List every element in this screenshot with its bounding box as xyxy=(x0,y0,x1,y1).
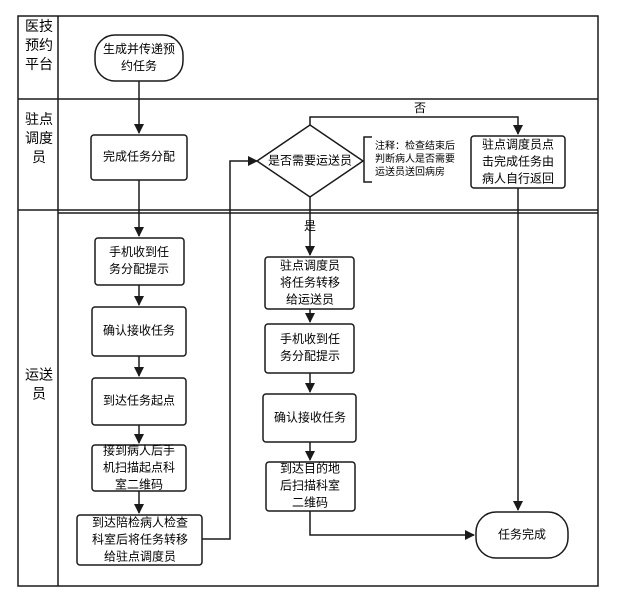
text-line: 驻点 xyxy=(25,112,53,128)
p1-receive-label: 手机收到任务分配提示 xyxy=(109,245,169,276)
assign-label: 完成任务分配 xyxy=(103,149,175,164)
text-line: 调度 xyxy=(25,131,53,147)
text-line: 到达陪检病人检查 xyxy=(92,515,188,530)
text-line: 机扫描起点科 xyxy=(103,461,175,475)
text-line: 医技 xyxy=(25,19,53,35)
p1-confirm-node xyxy=(91,306,187,357)
p2-receive-node xyxy=(264,323,355,374)
text-line: 将任务转移 xyxy=(280,275,340,290)
p2-confirm-label: 确认接收任务 xyxy=(274,410,346,425)
text-line: 后扫描科室 xyxy=(280,478,340,493)
lane-label-dispatcher: 驻点调度员 xyxy=(25,112,53,166)
decision-label: 是否需要运送员 xyxy=(268,153,352,168)
text-line: 员 xyxy=(32,387,46,403)
edge-decision-no xyxy=(309,116,523,135)
text-line: 确认接收任务 xyxy=(103,323,175,338)
p1-arrive-node xyxy=(91,377,187,426)
p2-receive-label: 手机收到任务分配提示 xyxy=(280,332,340,363)
start-label: 生成并传递预约任务 xyxy=(103,41,175,73)
edge-label-yes: 是 xyxy=(304,219,316,233)
edge-p2scan-end xyxy=(309,511,475,540)
swimlane-frame xyxy=(17,15,599,587)
p2-scan-node xyxy=(265,461,356,512)
text-line: 运送员送回病房 xyxy=(375,165,445,178)
text-line: 二维码 xyxy=(292,496,328,510)
lane-label-platform: 医技预约平台 xyxy=(25,19,53,73)
text-line: 给驻点调度员 xyxy=(104,549,176,564)
p1-scan-label: 接到病人后手机扫描起点科室二维码 xyxy=(103,443,175,492)
text-line: 判断病人是否需要 xyxy=(375,152,455,165)
text-line: 病人自行返回 xyxy=(482,171,554,186)
text-line: 给运送员 xyxy=(286,292,334,307)
text-line: 手机收到任 xyxy=(109,245,169,259)
text-line: 务分配提示 xyxy=(280,348,340,363)
p1-confirm-label: 确认接收任务 xyxy=(103,323,175,338)
assign-node xyxy=(90,134,188,181)
p1-transfer-node xyxy=(76,514,203,566)
p2-confirm-node xyxy=(262,393,357,443)
self-return-label: 驻点调度员点击完成任务由病人自行返回 xyxy=(482,137,554,186)
text-line: 到达任务起点 xyxy=(103,393,175,408)
self-return-node xyxy=(470,135,566,189)
text-line: 手机收到任 xyxy=(280,332,340,346)
text-line: 到达目的地 xyxy=(280,461,340,476)
p1-transfer-label: 到达陪检病人检查科室后将任务转移给驻点调度员 xyxy=(92,515,188,564)
text-line: 接到病人后手 xyxy=(103,443,175,458)
frame-border xyxy=(17,15,599,587)
lane-label-porter: 运送员 xyxy=(25,368,53,403)
text-line: 生成并传递预 xyxy=(103,41,175,56)
edge-p1transfer-decision xyxy=(202,156,258,540)
text-line: 任务完成 xyxy=(498,527,546,542)
p1-receive-node xyxy=(94,237,185,286)
end-label: 任务完成 xyxy=(498,527,546,542)
note-label: 注释：检查结束后判断病人是否需要运送员送回病房 xyxy=(375,139,455,178)
text-line: 注释：检查结束后 xyxy=(375,139,455,152)
text-line: 完成任务分配 xyxy=(103,149,175,164)
text-line: 击完成任务由 xyxy=(482,154,554,169)
p1-scan-node xyxy=(91,444,187,492)
start-node xyxy=(94,34,184,82)
text-line: 约任务 xyxy=(121,58,157,73)
text-line: 确认接收任务 xyxy=(274,410,346,425)
p2-forward-label: 驻点调度员将任务转移给运送员 xyxy=(280,258,340,307)
p2-scan-label: 到达目的地后扫描科室二维码 xyxy=(280,461,340,510)
text-line: 室二维码 xyxy=(115,477,163,492)
text-line: 员 xyxy=(32,150,46,166)
text-line: 运送 xyxy=(25,368,53,384)
nodes xyxy=(76,34,569,566)
note-bracket xyxy=(363,136,372,183)
text-line: 预约 xyxy=(25,38,53,54)
text-line: 科室后将任务转移 xyxy=(92,532,188,547)
p1-arrive-label: 到达任务起点 xyxy=(103,393,175,408)
text-line: 是否需要运送员 xyxy=(268,153,352,168)
edge-label-no: 否 xyxy=(414,101,426,115)
end-node xyxy=(475,511,569,559)
text-line: 务分配提示 xyxy=(109,261,169,276)
edges xyxy=(134,81,523,540)
text-line: 驻点调度员 xyxy=(280,258,340,273)
decision-node xyxy=(255,124,365,198)
text-line: 平台 xyxy=(25,57,53,73)
p2-forward-node xyxy=(264,256,355,310)
text-line: 驻点调度员点 xyxy=(482,137,554,152)
